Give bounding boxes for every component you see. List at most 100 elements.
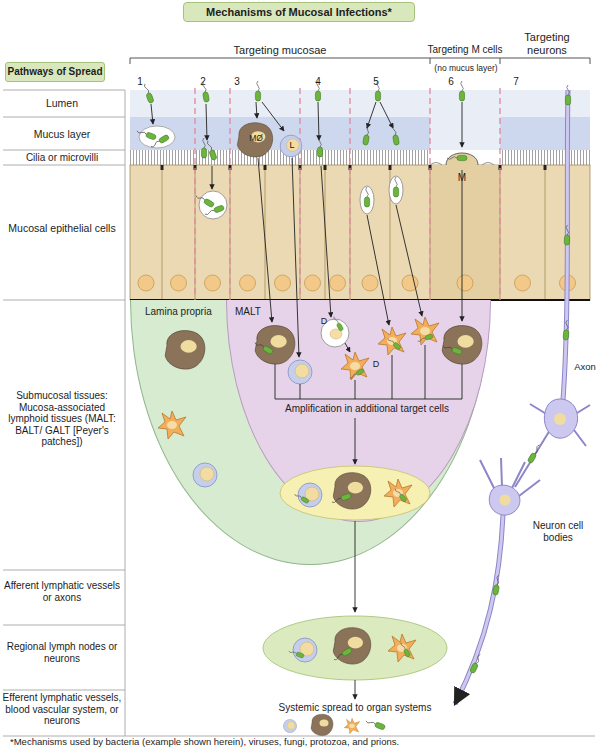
macrophage [333, 628, 370, 664]
tight-junctions [161, 165, 547, 170]
cell-label: D [318, 316, 330, 326]
arrow [355, 680, 356, 699]
axon [563, 90, 568, 400]
dendrites [480, 458, 540, 496]
dendritic-nucleus [330, 329, 342, 339]
mucus-band [500, 117, 590, 150]
callout-number: 7 [510, 76, 522, 88]
process-label: Systemic spread to organ systems [255, 702, 455, 714]
callout-number: 4 [312, 76, 324, 88]
title-box: Mechanisms of Mucosal Infections* [183, 2, 415, 22]
row-label: Efferent lymphatic vessels, blood vascul… [2, 692, 122, 727]
column-heading: Targeting M cells [422, 44, 508, 56]
macrophage [255, 326, 295, 364]
arrow [367, 215, 389, 325]
dendritic-cell [344, 718, 359, 733]
bacterium [527, 444, 542, 464]
callout-number: 2 [197, 76, 209, 88]
bacterium [470, 653, 483, 673]
bacterium [563, 320, 570, 340]
vacuole [389, 176, 403, 204]
cell-label: D [370, 359, 382, 369]
bacterium [288, 649, 304, 658]
lymphocyte [193, 463, 217, 487]
nucleus [515, 275, 531, 291]
region-label: MALT [235, 306, 261, 318]
row-label: Afferent lymphatic vessels or axons [2, 580, 122, 603]
neuron-body [544, 399, 577, 438]
section-heading: Pathways of Spread [7, 66, 102, 78]
bacterium [364, 187, 369, 207]
bacterium [201, 138, 206, 158]
bacterium [391, 125, 400, 146]
amplification-zone [280, 466, 430, 520]
arrow [151, 104, 153, 124]
arrow [355, 521, 356, 612]
row-rules [3, 90, 595, 736]
column-heading: Targeting mucosae [130, 44, 430, 57]
dendrites [515, 404, 590, 487]
axon [455, 515, 503, 704]
m-cell [430, 165, 500, 300]
mucus-trap [139, 126, 175, 148]
cilia-band [130, 150, 430, 165]
cell-borders [162, 165, 545, 300]
arrow [380, 102, 393, 128]
arrow [292, 158, 299, 357]
bacterium [331, 493, 352, 505]
nucleus [205, 275, 221, 291]
region-label: Lamina propria [145, 306, 212, 318]
nucleus [402, 275, 418, 291]
axon [455, 515, 503, 704]
malt-region: MALTAmplification in additional target c… [226, 300, 491, 522]
nucleus [305, 275, 321, 291]
header-bracket [130, 58, 590, 64]
arrow [367, 102, 376, 128]
bacterium [333, 647, 353, 662]
nucleus [560, 275, 576, 291]
nucleus [457, 275, 473, 291]
macrophage [237, 123, 272, 157]
bacterium [394, 487, 407, 502]
callout-number: 6 [445, 76, 457, 88]
bacterium [393, 177, 398, 197]
dendritic-cell [411, 317, 439, 345]
bacterium [417, 334, 433, 343]
cell-label: M [456, 172, 468, 184]
bacterium [142, 83, 154, 104]
vacuole [199, 191, 227, 219]
arrow [318, 102, 319, 140]
bacterium [205, 140, 217, 161]
lymphocyte [280, 135, 302, 157]
bacterium [442, 343, 463, 355]
bacterium [493, 575, 502, 596]
arrow [345, 343, 350, 352]
macrophage [311, 714, 333, 735]
nucleus [138, 275, 154, 291]
lymphocyte [283, 719, 296, 732]
cell-label: MØ [246, 134, 266, 144]
mucus-band [130, 117, 430, 150]
dendritic-cell [384, 479, 412, 507]
lymphocyte [293, 638, 317, 662]
epithelium [130, 165, 590, 300]
arrow [396, 205, 422, 316]
cell-label: L [286, 140, 298, 150]
nucleus [362, 275, 378, 291]
arrow [462, 102, 463, 147]
dendritic-cell [388, 634, 416, 662]
bacterium [564, 225, 570, 245]
nuclei [138, 275, 576, 291]
arrow [321, 166, 331, 317]
bacterium [386, 337, 401, 350]
lymph-node [263, 616, 447, 680]
row-label: Mucus layer [2, 128, 122, 140]
neuron-nucleus [554, 413, 566, 425]
structure-label: Axon [571, 362, 598, 373]
column-dividers [195, 88, 500, 300]
arrow [355, 418, 356, 464]
arrow [256, 102, 257, 118]
bacterium [195, 193, 215, 208]
